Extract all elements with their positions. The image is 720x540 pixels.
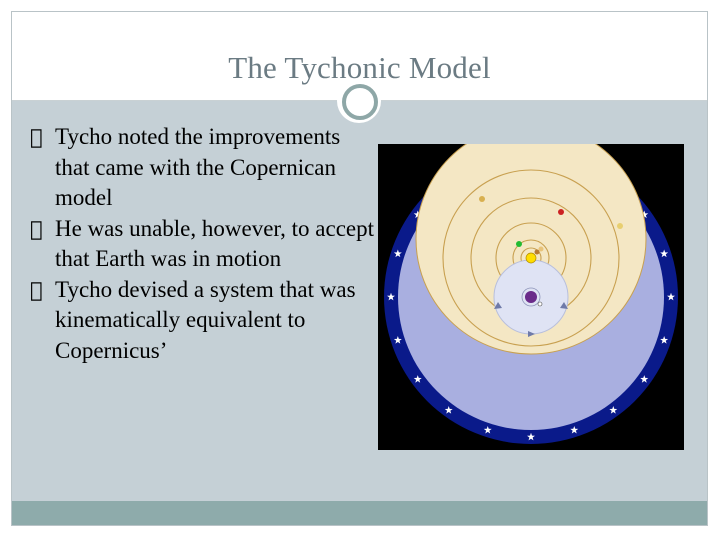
earth-icon	[525, 291, 537, 303]
star-icon	[660, 336, 669, 344]
sun-icon	[525, 252, 537, 264]
bullet-item:  He was unable, however, to accept that…	[30, 214, 375, 275]
star-icon	[413, 375, 422, 383]
slide-frame	[11, 11, 708, 526]
bullet-item:  Tycho devised a system that was kinema…	[30, 275, 375, 367]
planet-venus-icon	[538, 246, 544, 252]
bullet-item:  Tycho noted the improvements that came…	[30, 122, 375, 214]
bullet-list:  Tycho noted the improvements that came…	[30, 122, 375, 366]
planet-mercury-icon	[534, 249, 540, 255]
star-icon	[483, 425, 492, 434]
circle-ornament-icon	[337, 79, 381, 123]
bullet-text: Tycho devised a system that was kinemati…	[55, 276, 356, 363]
bullet-marker-icon: 	[30, 275, 43, 306]
orbit-arrow-icon	[560, 302, 568, 309]
star-icon	[527, 432, 535, 441]
planet-jupiter-icon	[479, 196, 485, 202]
star-icon	[393, 249, 402, 258]
star-icon	[660, 249, 669, 258]
bullet-marker-icon: 	[30, 214, 43, 245]
star-icon	[667, 292, 675, 301]
star-icon	[609, 406, 618, 414]
star-icon	[393, 336, 402, 344]
bullet-marker-icon: 	[30, 122, 43, 153]
star-icon	[413, 210, 422, 219]
moon-icon	[537, 301, 543, 307]
star-icon	[444, 406, 453, 414]
orbit-arrow-icon	[528, 331, 535, 337]
sun-orbit-region	[415, 144, 647, 355]
tychonic-system-diagram-icon	[378, 144, 684, 450]
orbit-arrow-icon	[494, 302, 502, 309]
planet-earth-path-icon	[516, 241, 522, 247]
planet-saturn-icon	[617, 223, 623, 229]
star-icon	[387, 292, 395, 301]
star-icon	[640, 210, 649, 219]
star-icon	[570, 425, 579, 434]
star-icon	[640, 375, 649, 383]
bullet-text: He was unable, however, to accept that E…	[55, 215, 375, 272]
planet-mars-icon	[558, 209, 564, 215]
orbit-ring	[442, 169, 620, 347]
moon-orbit-ring	[521, 287, 541, 307]
bullet-text: Tycho noted the improvements that came w…	[55, 124, 341, 210]
footer-bar	[12, 501, 707, 525]
